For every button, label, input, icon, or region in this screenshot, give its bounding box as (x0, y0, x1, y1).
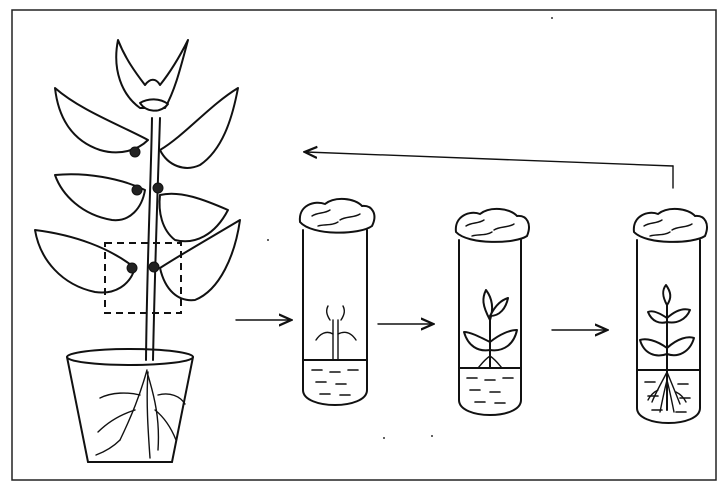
node-bud (153, 183, 163, 193)
node-bud (149, 262, 159, 272)
scan-speck (551, 17, 553, 19)
culture-medium (467, 378, 513, 403)
mother-plant (35, 40, 240, 462)
node-bud (132, 185, 142, 195)
plant-stem (146, 118, 152, 360)
figure-border (12, 10, 716, 480)
node-bud (127, 263, 137, 273)
leaf (35, 230, 135, 293)
scan-speck (383, 437, 385, 439)
test-tube-icon (634, 209, 707, 423)
leaf (55, 174, 145, 220)
test-tube-icon (300, 199, 375, 405)
cotton-plug (300, 199, 375, 233)
culture-medium (312, 370, 358, 395)
scan-speck (267, 239, 269, 241)
rooted-plantlet (640, 285, 694, 412)
return-arrow (306, 152, 673, 188)
node-bud (130, 147, 140, 157)
regenerated-shoot (464, 290, 517, 368)
test-tube-icon (456, 209, 529, 415)
explant (316, 306, 356, 360)
leaf (160, 88, 238, 168)
pot-icon (67, 349, 193, 462)
scan-speck (431, 435, 433, 437)
apical-leaf (116, 40, 188, 108)
